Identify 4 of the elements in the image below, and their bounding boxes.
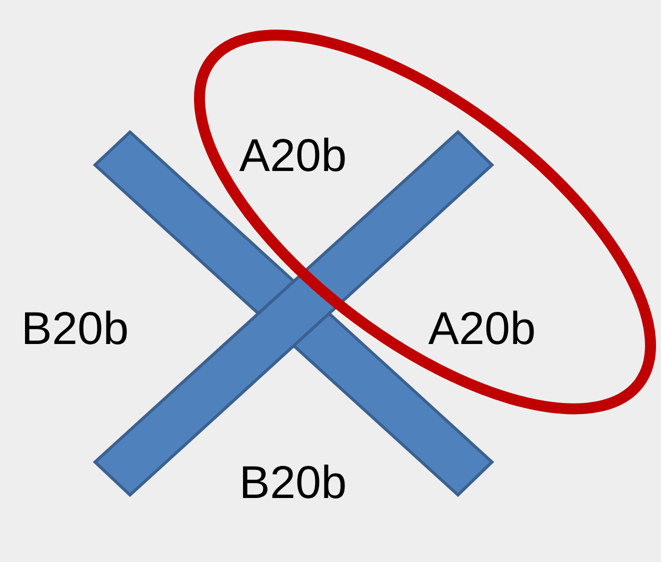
quadrant-label: B20b [21, 305, 129, 351]
quadrant-label: B20b [239, 459, 347, 505]
quadrant-label: A20b [239, 132, 347, 178]
quadrant-label: A20b [428, 305, 536, 351]
